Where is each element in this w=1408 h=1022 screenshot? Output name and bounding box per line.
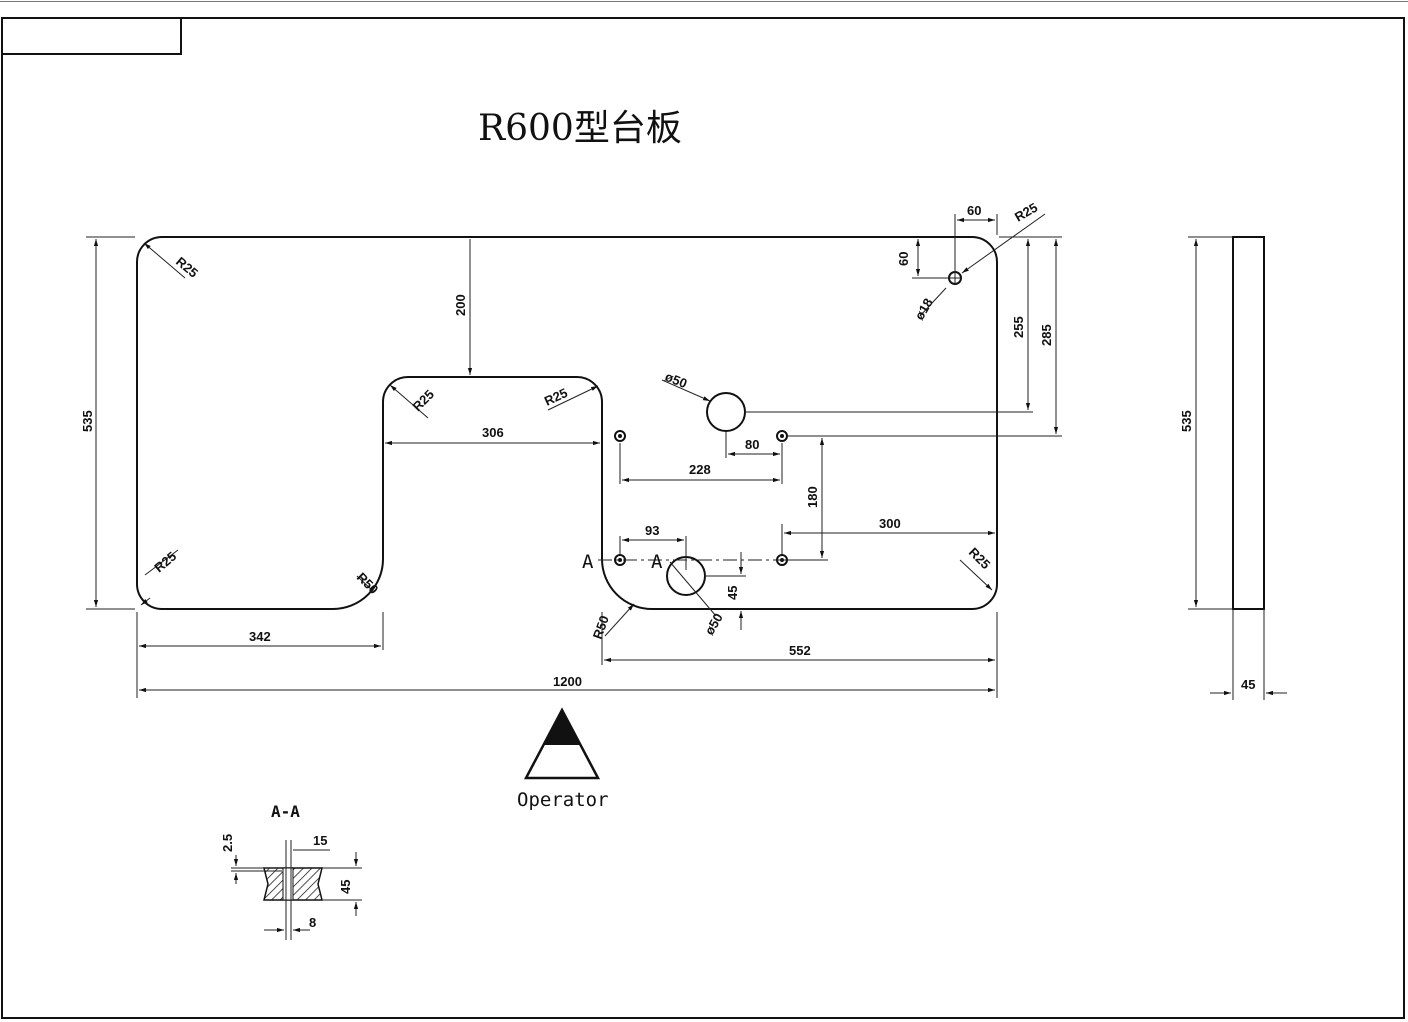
hole-d50-top xyxy=(706,392,746,432)
dim-2-5: 2.5 xyxy=(220,834,235,852)
dim-93: 93 xyxy=(645,523,659,538)
r25-notch-top-right: R25 xyxy=(542,385,570,409)
dim-15: 15 xyxy=(313,833,327,848)
section-label: A-A xyxy=(271,802,300,821)
side-view: 535 45 xyxy=(1179,236,1287,700)
dim-45-section: 45 xyxy=(338,880,353,894)
dim-255: 255 xyxy=(1011,316,1026,338)
title-block-box xyxy=(1,17,182,55)
r25-bottom-right: R25 xyxy=(966,545,993,572)
dim-535-left: 535 xyxy=(80,410,95,432)
dim-342: 342 xyxy=(249,629,271,644)
section-marker-left: A xyxy=(582,551,594,573)
r25-top-left: R25 xyxy=(173,254,201,281)
dimension-texts: 1200 342 552 535 200 306 228 80 180 300 … xyxy=(80,200,1054,689)
drawing-border xyxy=(1,17,1405,1019)
board-outline xyxy=(136,236,998,610)
dim-dia50-bottom: ø50 xyxy=(702,611,726,638)
dim-80: 80 xyxy=(745,437,759,452)
section-marker-right: A xyxy=(651,551,663,573)
dim-228: 228 xyxy=(689,462,711,477)
dim-306: 306 xyxy=(482,425,504,440)
dim-45-side: 45 xyxy=(1241,677,1255,692)
dim-dia18: ø18 xyxy=(912,296,936,323)
section-view: A-A 2.5 15 45 8 xyxy=(220,802,362,940)
dim-1200: 1200 xyxy=(553,674,582,689)
drawing-title: R600型台板 xyxy=(478,108,682,149)
r25-notch-top-left: R25 xyxy=(410,387,437,414)
dim-285: 285 xyxy=(1039,324,1054,346)
dimension-lines xyxy=(86,213,1062,698)
dim-dia50-top: ø50 xyxy=(663,369,689,391)
dim-45-hole: 45 xyxy=(725,586,740,600)
operator-label: Operator xyxy=(517,789,609,811)
dim-8: 8 xyxy=(309,915,316,930)
r50-notch-bottom: R50 xyxy=(590,613,612,641)
dim-60-v: 60 xyxy=(896,252,911,266)
operator-symbol: Operator xyxy=(517,707,609,811)
mounting-holes xyxy=(614,430,788,566)
dim-180: 180 xyxy=(805,486,820,508)
dim-535-side: 535 xyxy=(1179,410,1194,432)
r50-notch-left: R50 xyxy=(354,570,381,597)
dim-300: 300 xyxy=(879,516,901,531)
dim-200: 200 xyxy=(453,294,468,316)
dim-60-h: 60 xyxy=(967,203,981,218)
dim-552: 552 xyxy=(789,643,811,658)
